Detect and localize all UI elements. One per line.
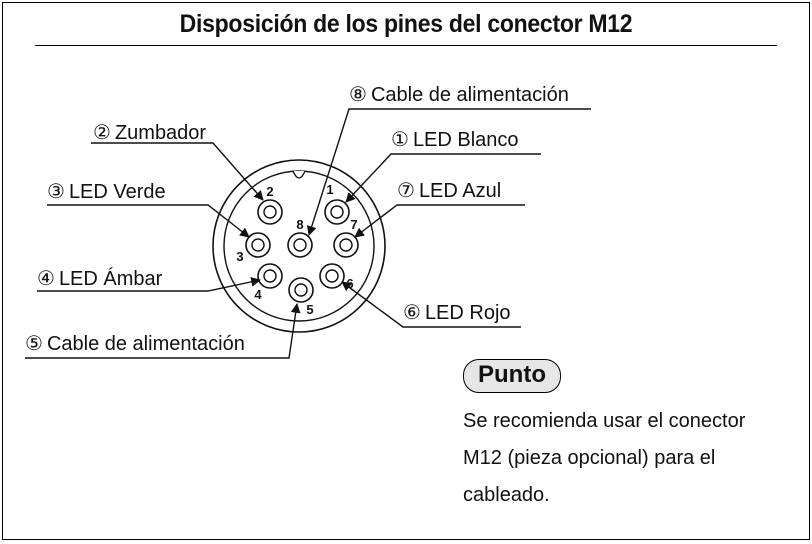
leader-line-7: [354, 204, 525, 238]
pin-1-socket: [324, 199, 350, 225]
tip-heading: Punto: [463, 359, 561, 393]
pin-4-socket: [257, 263, 283, 289]
pin-3-number: 3: [236, 249, 243, 264]
tip-line: M12 (pieza opcional) para el: [463, 447, 716, 469]
pin-3-socket: [245, 232, 271, 258]
pin-4-label: LED Ámbar: [59, 267, 163, 290]
tip-line: Se recomienda usar el conector: [463, 410, 746, 432]
pin-2-number: 2: [266, 184, 273, 199]
tip-note: Punto Se recomienda usar el conector M12…: [463, 359, 783, 514]
circled-1: ①: [391, 129, 409, 151]
pin-4-number: 4: [254, 287, 262, 302]
pin-5-label: Cable de alimentación: [47, 333, 245, 355]
pin-6-socket: [319, 263, 345, 289]
leader-line-6: [341, 281, 521, 328]
circled-4: ④: [37, 268, 55, 290]
leader-line-1: [345, 153, 541, 203]
pin-1-number: 1: [326, 182, 333, 197]
leader-line-4: [37, 277, 261, 292]
pin-8-socket: [287, 232, 313, 258]
pin-7-socket: [333, 232, 359, 258]
pin-5-number: 5: [306, 302, 313, 317]
pin-6-label: LED Rojo: [425, 302, 511, 324]
pin-7-label: LED Azul: [419, 180, 501, 202]
pin-8-label: Cable de alimentación: [371, 84, 569, 106]
tip-line: cableado.: [463, 484, 550, 506]
circled-8: ⑧: [349, 84, 367, 106]
circled-7: ⑦: [397, 180, 415, 202]
pin-8-number: 8: [296, 217, 303, 232]
leader-line-5: [25, 303, 301, 359]
pin-2-socket: [257, 199, 283, 225]
pin-2-label: Zumbador: [115, 122, 206, 144]
circled-2: ②: [93, 122, 111, 144]
leader-line-8: [306, 108, 591, 236]
tip-text: Se recomienda usar el conector M12 (piez…: [463, 403, 783, 514]
leader-line-2: [91, 142, 264, 201]
pin-3-label: LED Verde: [69, 181, 166, 203]
circled-6: ⑥: [403, 302, 421, 324]
pin-1-label: LED Blanco: [413, 129, 519, 151]
key-notch: [292, 170, 306, 179]
m12-connector-face: [212, 159, 386, 333]
leader-line-3: [47, 204, 250, 238]
circled-3: ③: [47, 181, 65, 203]
pin-5-socket: [288, 277, 314, 303]
page-title: Disposición de los pines del conector M1…: [35, 3, 777, 46]
pin-7-number: 7: [350, 217, 357, 232]
circled-5: ⑤: [25, 333, 43, 355]
